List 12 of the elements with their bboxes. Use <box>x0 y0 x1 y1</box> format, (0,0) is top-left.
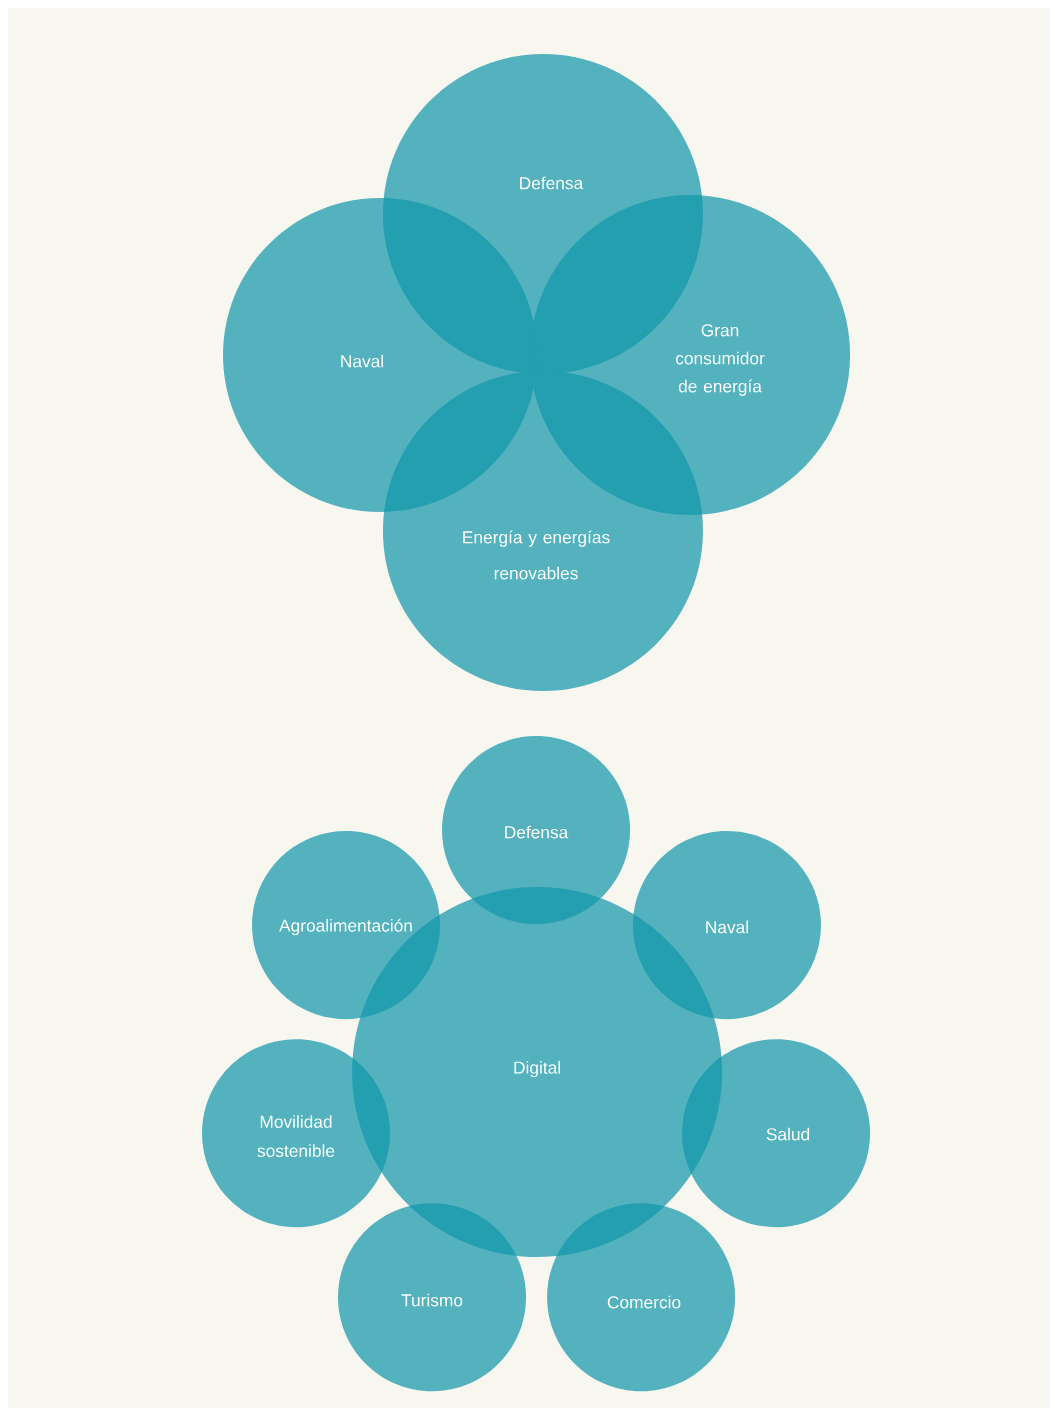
circle-label: Gran consumidor de energía <box>676 324 765 396</box>
circle-label: Movilidad sostenible <box>257 1115 335 1157</box>
circle-label: Naval <box>706 920 748 934</box>
circle-label: Naval <box>341 354 384 368</box>
circle-label: Defensa <box>505 825 569 839</box>
circle-label: Energía y energías renovables <box>463 530 610 580</box>
circle-label: Comercio <box>607 1295 681 1309</box>
circle-label: Salud <box>766 1127 810 1141</box>
circle-label: Defensa <box>520 176 584 190</box>
circle-label: Agroalimentación <box>279 918 412 936</box>
circle-label: Digital <box>514 1061 561 1078</box>
circle-label: Turismo <box>401 1293 463 1307</box>
